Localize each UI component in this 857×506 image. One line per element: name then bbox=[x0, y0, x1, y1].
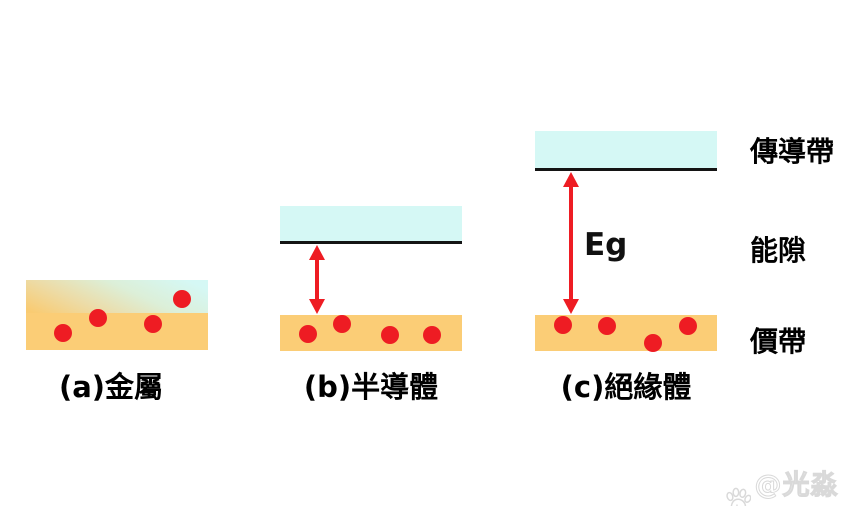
watermark-text: @光淼君 bbox=[754, 470, 839, 502]
electron-dot bbox=[554, 316, 572, 334]
valence-band-insulator bbox=[535, 315, 717, 352]
conduction-band-semiconductor bbox=[280, 206, 462, 244]
conduction-band-insulator bbox=[535, 131, 717, 171]
label-valence-band: 價帶 bbox=[750, 325, 807, 358]
label-conduction-band: 傳導帶 bbox=[750, 135, 835, 168]
energy-gap-symbol: Eg bbox=[584, 227, 628, 263]
electron-dot bbox=[381, 326, 399, 344]
electron-dot bbox=[333, 315, 351, 333]
electron-dot bbox=[679, 317, 697, 335]
baidu-paw-icon: du bbox=[726, 487, 752, 506]
metal-overlapping-band bbox=[26, 280, 208, 350]
band-gap-arrow-insulator bbox=[563, 172, 579, 314]
caption-metal: (a)金屬 bbox=[58, 370, 164, 404]
caption-insulator: (c)絕緣體 bbox=[560, 370, 692, 404]
electron-dot bbox=[173, 290, 191, 308]
band-gap-arrow-semiconductor bbox=[309, 245, 325, 314]
electron-dot bbox=[644, 334, 662, 352]
electron-dot bbox=[144, 315, 162, 333]
electron-dot bbox=[423, 326, 441, 344]
electron-dot bbox=[598, 317, 616, 335]
label-energy-gap: 能隙 bbox=[750, 234, 807, 267]
valence-band-semiconductor bbox=[280, 315, 462, 351]
electron-dot bbox=[54, 324, 72, 342]
electron-dot bbox=[89, 309, 107, 327]
watermark: du @光淼君 bbox=[724, 463, 857, 506]
svg-text:du: du bbox=[733, 503, 743, 506]
caption-semiconductor: (b)半導體 bbox=[303, 370, 439, 404]
electron-dot bbox=[299, 325, 317, 343]
